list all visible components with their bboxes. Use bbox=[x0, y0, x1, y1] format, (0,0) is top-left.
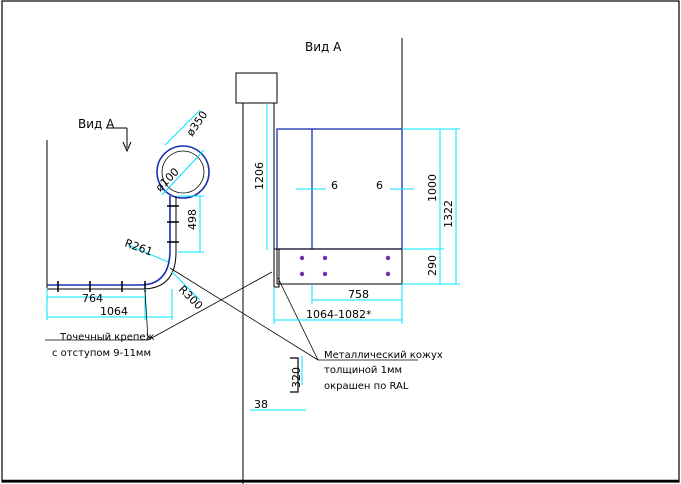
casing-outer-line bbox=[47, 196, 171, 286]
casing-detail-profile bbox=[290, 357, 299, 393]
view-arrow-head bbox=[122, 141, 132, 153]
pipe-head-box bbox=[235, 72, 278, 104]
casing-leader-1 bbox=[169, 267, 319, 361]
dim-320: 320 bbox=[290, 367, 303, 388]
dim-498: 498 bbox=[186, 209, 199, 230]
bolts bbox=[299, 255, 391, 277]
plan-view bbox=[45, 109, 418, 361]
casing-note-line2: толщиной 1мм bbox=[324, 365, 402, 376]
casing-note-line3: окрашен по RAL bbox=[324, 381, 409, 392]
casing-edge bbox=[273, 248, 280, 288]
dim-1206: 1206 bbox=[253, 162, 266, 190]
fastener-note-line1: Точечный крепеж bbox=[59, 332, 155, 343]
dim-r261: R261 bbox=[123, 237, 154, 259]
dim-6-right: 6 bbox=[376, 179, 383, 192]
fastener-leader-1 bbox=[144, 289, 149, 341]
pipe-circle-inner bbox=[161, 150, 205, 194]
view-label-top: Вид А bbox=[305, 40, 342, 54]
dim-1064: 1064 bbox=[100, 305, 128, 318]
casing-inner-line bbox=[47, 196, 177, 290]
fastener-leader-2 bbox=[147, 271, 273, 341]
dim-290: 290 bbox=[426, 255, 439, 276]
casing-leader-2 bbox=[277, 277, 319, 361]
pipe-circle-outer bbox=[156, 145, 210, 199]
dim-d350: ø350 bbox=[184, 109, 211, 139]
elevation-view bbox=[235, 38, 460, 484]
dim-758: 758 bbox=[348, 288, 369, 301]
dim-764: 764 bbox=[82, 292, 103, 305]
upper-panel bbox=[276, 128, 403, 250]
dim-1322: 1322 bbox=[442, 200, 455, 228]
dim-6-left: 6 bbox=[331, 179, 338, 192]
dim-38: 38 bbox=[254, 398, 268, 411]
fastener-note-line2: с отступом 9-11мм bbox=[52, 348, 151, 359]
casing-note-line1: Металлический кожух bbox=[324, 350, 443, 361]
view-label-left: Вид А bbox=[78, 117, 115, 131]
elevation-dimension-lines bbox=[250, 103, 460, 411]
dim-1000: 1000 bbox=[426, 174, 439, 202]
dim-1064-1082: 1064-1082* bbox=[306, 308, 372, 321]
lower-base bbox=[276, 248, 403, 285]
